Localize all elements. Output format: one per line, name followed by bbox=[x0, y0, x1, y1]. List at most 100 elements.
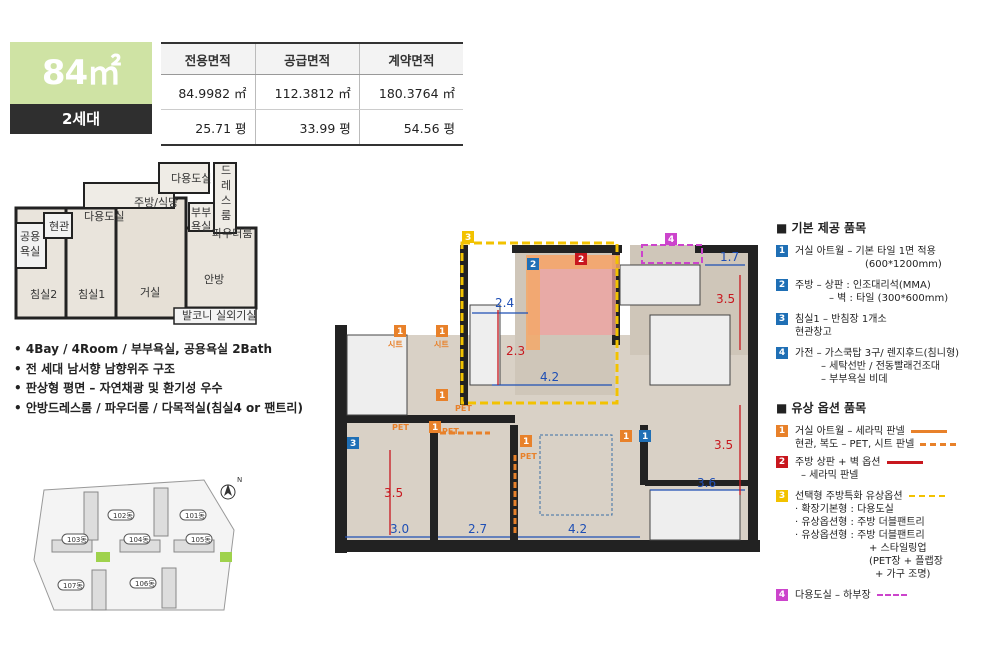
sp-couple-bath-1: 부부 bbox=[191, 206, 211, 219]
legend-text: 주방 상판 + 벽 옵션 bbox=[795, 457, 881, 468]
legend-text: · 유상옵션형 : 주방 더블팬트리 bbox=[795, 530, 925, 541]
cell-supply-sqm: 112.3812 ㎡ bbox=[254, 74, 360, 110]
legend-text: – 부부욕실 비데 bbox=[821, 374, 888, 385]
marker-1-orange: 1 bbox=[397, 327, 403, 337]
households-badge: 2세대 bbox=[10, 104, 152, 134]
sp-public-bath-1: 공용 bbox=[20, 230, 40, 243]
area-table-row-pyeong: 25.71 평 33.99 평 54.56 평 bbox=[161, 109, 463, 146]
legend-num: 2 bbox=[776, 279, 788, 291]
marker-3-yellow: 3 bbox=[465, 233, 471, 243]
dim-label: 3.5 bbox=[384, 486, 403, 500]
solid-red-line-icon bbox=[886, 460, 923, 464]
sp-dress-1: 드 bbox=[221, 164, 231, 177]
marker-4-magenta: 4 bbox=[668, 235, 674, 245]
cell-exclusive-sqm: 84.9982 ㎡ bbox=[161, 74, 256, 110]
dim-label: 2.4 bbox=[495, 296, 514, 310]
marker-2-blue: 2 bbox=[530, 260, 536, 270]
legend-text: (PET장 + 플랩장 bbox=[869, 556, 943, 567]
marker-1-orange: 1 bbox=[439, 327, 445, 337]
main-floor-plan: 1.7 2.4 4.2 3.6 3.0 2.7 4.2 3.5 2.3 3.5 … bbox=[335, 231, 760, 553]
legend-text: – 벽 : 타일 (300*600mm) bbox=[829, 293, 949, 304]
legend-basic-item: 1 거실 아트월 – 기본 타일 1면 적용 (600*1200mm) bbox=[776, 245, 976, 271]
tag-pet: PET bbox=[392, 423, 409, 432]
small-floor-plan: 다용도실 드 레 스 룸 주방/식당 다용도실 현관 공용 욕실 부부 욕실 파… bbox=[14, 158, 272, 328]
legend-num: 3 bbox=[776, 490, 788, 502]
marker-3-blue: 3 bbox=[350, 439, 356, 449]
legend-text: 선택형 주방특화 유상옵션 bbox=[795, 491, 903, 502]
dim-label: 3.0 bbox=[390, 522, 409, 536]
tag-pet: PET bbox=[520, 452, 537, 461]
cell-contract-pyeong: 54.56 평 bbox=[358, 109, 463, 146]
legend-num: 1 bbox=[776, 245, 788, 257]
unit-area-badge: 84㎡ bbox=[10, 42, 152, 104]
site-building-label: 104동 bbox=[129, 536, 149, 544]
legend-num: 4 bbox=[776, 589, 788, 601]
north-arrow-icon: N bbox=[220, 476, 242, 500]
site-building-label: 103동 bbox=[67, 536, 87, 544]
sp-dress-3: 스 bbox=[221, 194, 231, 207]
legend-text: – 세탁선반 / 전동빨래건조대 bbox=[821, 361, 941, 372]
sp-public-bath-2: 욕실 bbox=[20, 245, 40, 258]
feature-item: 4Bay / 4Room / 부부욕실, 공용욕실 2Bath bbox=[14, 340, 334, 360]
legend-option-item: 4 다용도실 – 하부장 bbox=[776, 589, 976, 602]
solid-orange-line-icon bbox=[910, 429, 947, 433]
site-building-label: 105동 bbox=[191, 536, 211, 544]
feature-item: 안방드레스룸 / 파우더룸 / 다목적실(침실4 or 팬트리) bbox=[14, 399, 334, 419]
sp-bed2: 침실2 bbox=[30, 288, 57, 301]
dim-label: 4.2 bbox=[568, 522, 587, 536]
dim-label: 1.7 bbox=[720, 250, 739, 264]
legend-option-item: 3 선택형 주방특화 유상옵션 · 확장기본형 : 다용도실 · 유상옵션형 :… bbox=[776, 490, 976, 581]
header-supply: 공급면적 bbox=[254, 42, 360, 75]
cell-exclusive-pyeong: 25.71 평 bbox=[161, 109, 256, 146]
tag-pet: PET bbox=[442, 427, 459, 436]
legend-text: 가전 – 가스쿡탑 3구/ 렌지후드(침니형) bbox=[795, 348, 960, 359]
sp-multi-room: 다용도실 bbox=[84, 210, 124, 223]
legend-text: 현관, 복도 – PET, 시트 판넬 bbox=[795, 439, 915, 450]
header-exclusive: 전용면적 bbox=[161, 42, 256, 75]
sp-entrance: 현관 bbox=[49, 220, 69, 233]
dim-label: 2.7 bbox=[468, 522, 487, 536]
legend-basic-item: 3 침실1 – 반침장 1개소 현관창고 bbox=[776, 313, 976, 339]
legend-option-item: 2 주방 상판 + 벽 옵션 – 세라믹 판넬 bbox=[776, 456, 976, 482]
site-building-label: 106동 bbox=[135, 580, 155, 588]
dim-label: 2.3 bbox=[506, 344, 525, 358]
dashed-yellow-line-icon bbox=[908, 495, 945, 497]
area-table-header: 전용면적 공급면적 계약면적 bbox=[161, 42, 463, 75]
area-table: 전용면적 공급면적 계약면적 84.9982 ㎡ 112.3812 ㎡ 180.… bbox=[161, 42, 463, 146]
legend-text: 현관창고 bbox=[795, 327, 832, 338]
marker-2-red: 2 bbox=[578, 255, 584, 265]
feature-item: 전 세대 남서향 남향위주 구조 bbox=[14, 360, 334, 380]
legend-text: – 세라믹 판넬 bbox=[801, 470, 859, 481]
cell-supply-pyeong: 33.99 평 bbox=[254, 109, 360, 146]
site-building-label: 101동 bbox=[185, 512, 205, 520]
north-label: N bbox=[237, 476, 242, 484]
feature-item: 판상형 평면 – 자연채광 및 환기성 우수 bbox=[14, 379, 334, 399]
legend-num: 1 bbox=[776, 425, 788, 437]
marker-1-orange: 1 bbox=[623, 432, 629, 442]
sp-multi-room-top: 다용도실 bbox=[171, 172, 211, 185]
sp-couple-bath-2: 욕실 bbox=[191, 220, 211, 233]
legend-basic-title: ■ 기본 제공 품목 bbox=[776, 221, 867, 235]
dim-label: 3.5 bbox=[716, 292, 735, 306]
dim-label: 3.5 bbox=[714, 438, 733, 452]
sp-balcony: 발코니 bbox=[182, 309, 212, 322]
legend-text: 다용도실 – 하부장 bbox=[795, 590, 871, 601]
marker-1-blue: 1 bbox=[642, 432, 648, 442]
legend-num: 4 bbox=[776, 347, 788, 359]
tag-sheet: 시트 bbox=[388, 340, 403, 349]
site-plan: 102동 101동 103동 104동 105동 107동 106동 N bbox=[33, 476, 242, 611]
legend-basic-item: 4 가전 – 가스쿡탑 3구/ 렌지후드(침니형) – 세탁선반 / 전동빨래건… bbox=[776, 347, 976, 386]
unit-area-label: 84㎡ bbox=[41, 53, 121, 93]
legend-panel: ■ 기본 제공 품목 1 거실 아트월 – 기본 타일 1면 적용 (600*1… bbox=[776, 222, 976, 610]
legend-text: 주방 – 상판 : 인조대리석(MMA) bbox=[795, 280, 931, 291]
sp-master: 안방 bbox=[204, 273, 224, 286]
feature-list: 4Bay / 4Room / 부부욕실, 공용욕실 2Bath 전 세대 남서향… bbox=[14, 340, 334, 418]
marker-1-orange: 1 bbox=[523, 437, 529, 447]
dim-label: 3.6 bbox=[697, 476, 716, 490]
legend-basic-item: 2 주방 – 상판 : 인조대리석(MMA) – 벽 : 타일 (300*600… bbox=[776, 279, 976, 305]
dashed-magenta-line-icon bbox=[876, 594, 907, 596]
legend-text: + 스타일링업 bbox=[869, 543, 927, 554]
legend-text: 침실1 – 반침장 1개소 bbox=[795, 314, 887, 325]
legend-text: · 유상옵션형 : 주방 더블팬트리 bbox=[795, 517, 925, 528]
sp-kitchen: 주방/식당 bbox=[134, 196, 178, 209]
